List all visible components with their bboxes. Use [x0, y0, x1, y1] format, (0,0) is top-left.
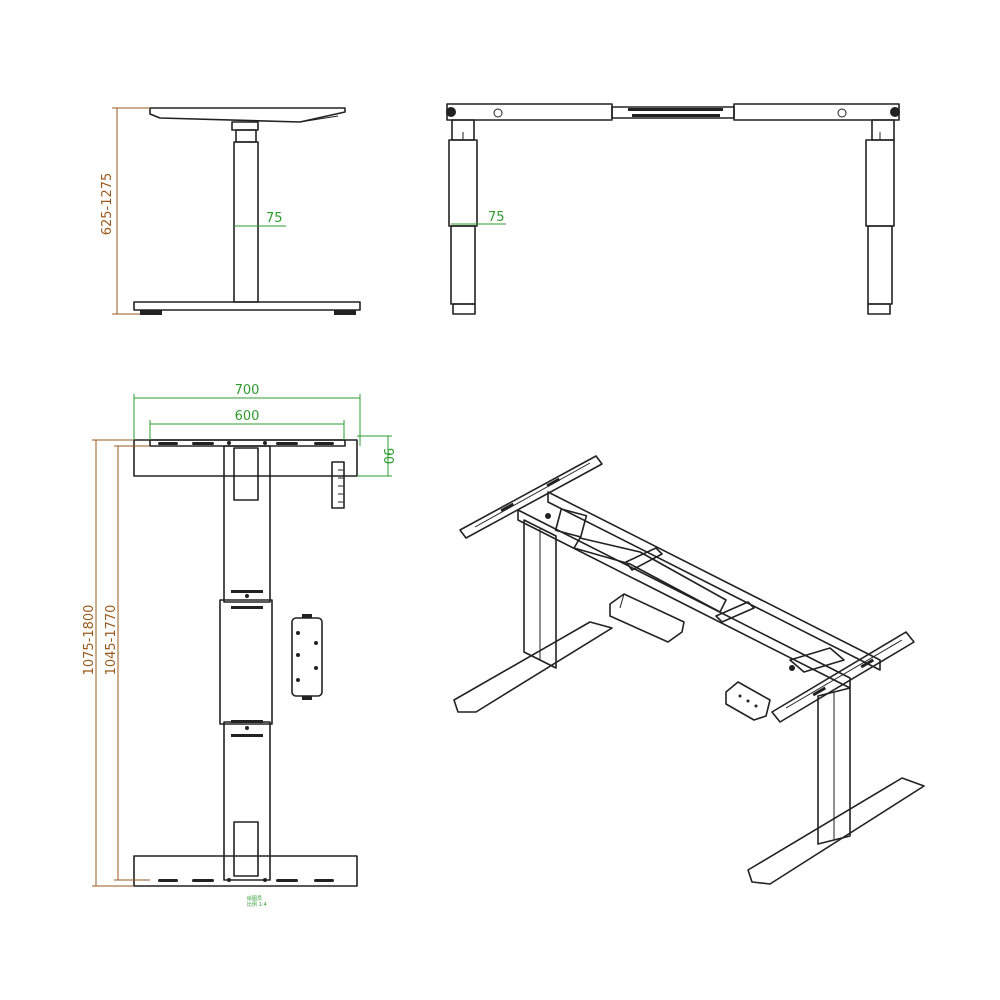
plan-beam-upper — [223, 445, 271, 603]
iso-left-bracket — [459, 455, 603, 539]
front-left-column-upper — [448, 139, 478, 227]
side-column-width-label: 75 — [266, 211, 283, 226]
side-view-column-cap — [231, 121, 259, 131]
front-right-beam — [733, 103, 900, 121]
side-column-width-dimension: 75 — [234, 211, 286, 227]
side-view — [133, 107, 361, 315]
front-column-width-label: 75 — [488, 210, 505, 225]
front-column-width-dimension: 75 — [451, 210, 506, 225]
front-left-foot — [452, 303, 476, 315]
side-height-dimension: 625-1275 — [100, 107, 150, 315]
iso-center-tube — [573, 537, 727, 613]
plan-motor-lower — [233, 821, 259, 877]
top-length-inner-label: 1045-1770 — [104, 605, 119, 676]
top-outer-width-label: 700 — [235, 383, 260, 398]
front-left-column-lower — [450, 225, 476, 305]
plan-motor-upper — [233, 447, 259, 501]
iso-motor-box — [554, 508, 588, 538]
iso-handset — [725, 681, 771, 721]
side-view-foot — [133, 301, 361, 311]
plan-width-dimensions: 700 600 90 — [133, 383, 395, 477]
top-depth-label: 90 — [380, 448, 395, 465]
front-right-column-lower — [867, 225, 893, 305]
iso-left-column — [523, 519, 557, 669]
iso-right-column — [817, 687, 851, 845]
title-block-line2: 比例 1:4 — [247, 901, 267, 908]
side-height-label: 625-1275 — [100, 173, 115, 236]
plan-view: 绘图员 比例 1:4 — [133, 439, 358, 908]
title-block-line1: 绘图员 — [247, 895, 262, 902]
front-right-foot — [867, 303, 891, 315]
front-right-column-upper — [865, 139, 895, 227]
plan-handset — [331, 461, 345, 509]
iso-end-box — [789, 647, 845, 673]
top-inner-width-label: 600 — [235, 409, 260, 424]
iso-right-foot — [747, 777, 925, 885]
plan-control-box — [291, 614, 323, 700]
isometric-view — [453, 455, 925, 885]
plan-length-dimensions: 1075-1800 1045-1770 — [82, 439, 150, 887]
top-length-outer-label: 1075-1800 — [82, 605, 97, 676]
plan-bottom-slots — [158, 878, 334, 882]
iso-left-foot — [453, 621, 613, 713]
front-view — [446, 103, 900, 315]
iso-right-bracket — [771, 631, 915, 723]
plan-title-block: 绘图员 比例 1:4 — [247, 895, 267, 908]
iso-rear-beam — [547, 491, 881, 671]
plan-bottom-crossbar — [133, 855, 358, 887]
iso-front-beam — [517, 509, 851, 689]
side-view-column — [233, 141, 259, 303]
front-right-column-cap — [871, 119, 895, 141]
front-left-beam — [446, 103, 613, 121]
iso-control-box — [609, 593, 685, 643]
plan-top-slots — [158, 441, 334, 445]
plan-beam-middle — [219, 599, 273, 725]
